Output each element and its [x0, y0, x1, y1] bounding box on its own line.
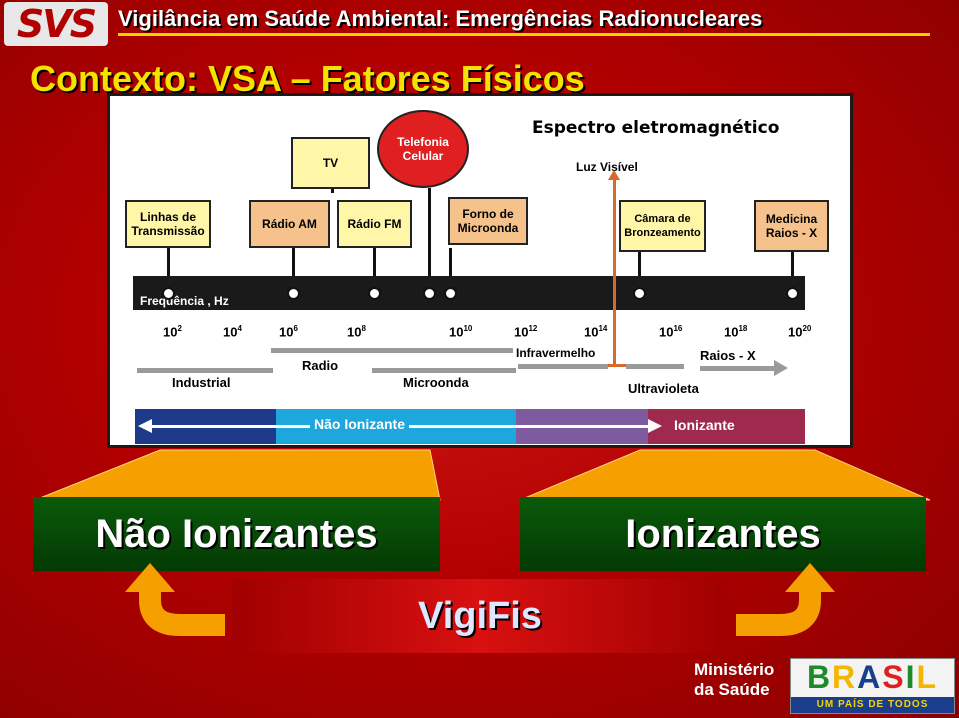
spectrum-diagram: Espectro eletromagnético Linhas de Trans… — [107, 93, 853, 448]
marker-dot — [423, 287, 436, 300]
vigifis-box: VigiFis — [232, 579, 728, 653]
marker-dot — [162, 287, 175, 300]
tick-label: 1016 — [659, 324, 683, 340]
device-telefonia-celular: Telefonia Celular — [377, 110, 469, 188]
class-label-nao-ionizante: Não Ionizante — [310, 416, 410, 432]
device-linhas-de-transmissao: Linhas de Transmissão — [125, 200, 211, 248]
band-label-ultravioleta: Ultravioleta — [628, 381, 699, 396]
device-radio-fm: Rádio FM — [337, 200, 412, 248]
stem — [638, 252, 641, 288]
stem — [449, 248, 452, 288]
tick-label: 1012 — [514, 324, 538, 340]
class-arrow-right — [648, 419, 662, 433]
band-bar-industrial — [137, 368, 273, 373]
marker-dot — [786, 287, 799, 300]
tick-label: 102 — [163, 324, 182, 340]
visible-light-line — [613, 174, 616, 366]
class-arrow-left — [138, 419, 152, 433]
class-label-ionizante: Ionizante — [674, 417, 735, 433]
section-title: Contexto: VSA – Fatores Físicos — [30, 58, 585, 99]
funnel-right — [519, 449, 931, 501]
band-bar-ultravioleta — [626, 364, 684, 369]
stem — [292, 248, 295, 288]
funnel-left — [34, 449, 441, 501]
visible-light-base — [602, 364, 626, 367]
band-label-infravermelho: Infravermelho — [516, 346, 596, 360]
stem — [791, 252, 794, 288]
brasil-logo: BRASIL UM PAÍS DE TODOS — [790, 658, 955, 714]
stem — [373, 248, 376, 288]
band-label-microonda: Microonda — [403, 375, 469, 390]
tick-label: 106 — [279, 324, 298, 340]
tick-label: 1018 — [724, 324, 748, 340]
header-divider — [118, 33, 930, 36]
axis-label: Frequência , Hz — [140, 294, 229, 308]
device-radio-am: Rádio AM — [249, 200, 330, 248]
class-bar-ionizante — [648, 409, 805, 444]
visible-light-label: Luz Visível — [576, 160, 638, 174]
marker-dot — [368, 287, 381, 300]
marker-dot — [287, 287, 300, 300]
card-nao-ionizantes: Não Ionizantes — [33, 497, 440, 571]
band-bar-infravermelho — [518, 364, 608, 369]
tick-label: 104 — [223, 324, 242, 340]
tick-label: 1020 — [788, 324, 812, 340]
ministerio-logo: Ministério da Saúde — [694, 660, 774, 700]
stem — [331, 189, 334, 193]
stem — [167, 248, 170, 288]
spectrum-title: Espectro eletromagnético — [532, 118, 780, 138]
marker-dot — [444, 287, 457, 300]
device-forno-de-microonda: Forno de Microonda — [448, 197, 528, 245]
device-camara-de-bronzeamento: Câmara de Bronzeamento — [619, 200, 706, 252]
marker-dot — [633, 287, 646, 300]
band-bar-radio — [271, 348, 513, 353]
brasil-tagline: UM PAÍS DE TODOS — [791, 697, 954, 713]
header-title: Vigilância em Saúde Ambiental: Emergênci… — [118, 6, 763, 31]
raios-x-arrow — [774, 360, 788, 376]
tick-label: 1010 — [449, 324, 473, 340]
stem — [428, 188, 431, 288]
ministerio-line2: da Saúde — [694, 680, 770, 699]
device-tv: TV — [291, 137, 370, 189]
band-label-raios-x: Raios - X — [700, 348, 756, 363]
band-bar-raios-x — [700, 366, 775, 371]
tick-label: 1014 — [584, 324, 608, 340]
frequency-bar — [133, 276, 805, 310]
band-bar-microonda — [372, 368, 516, 373]
device-medicina-raios-x: Medicina Raios - X — [754, 200, 829, 252]
tick-label: 108 — [347, 324, 366, 340]
svs-logo: SVS — [4, 2, 108, 46]
visible-light-arrow — [608, 170, 620, 180]
band-label-radio: Radio — [302, 358, 339, 373]
card-ionizantes: Ionizantes — [520, 497, 926, 571]
band-label-industrial: Industrial — [172, 375, 231, 390]
ministerio-line1: Ministério — [694, 660, 775, 679]
brasil-wordmark: BRASIL — [806, 659, 939, 695]
